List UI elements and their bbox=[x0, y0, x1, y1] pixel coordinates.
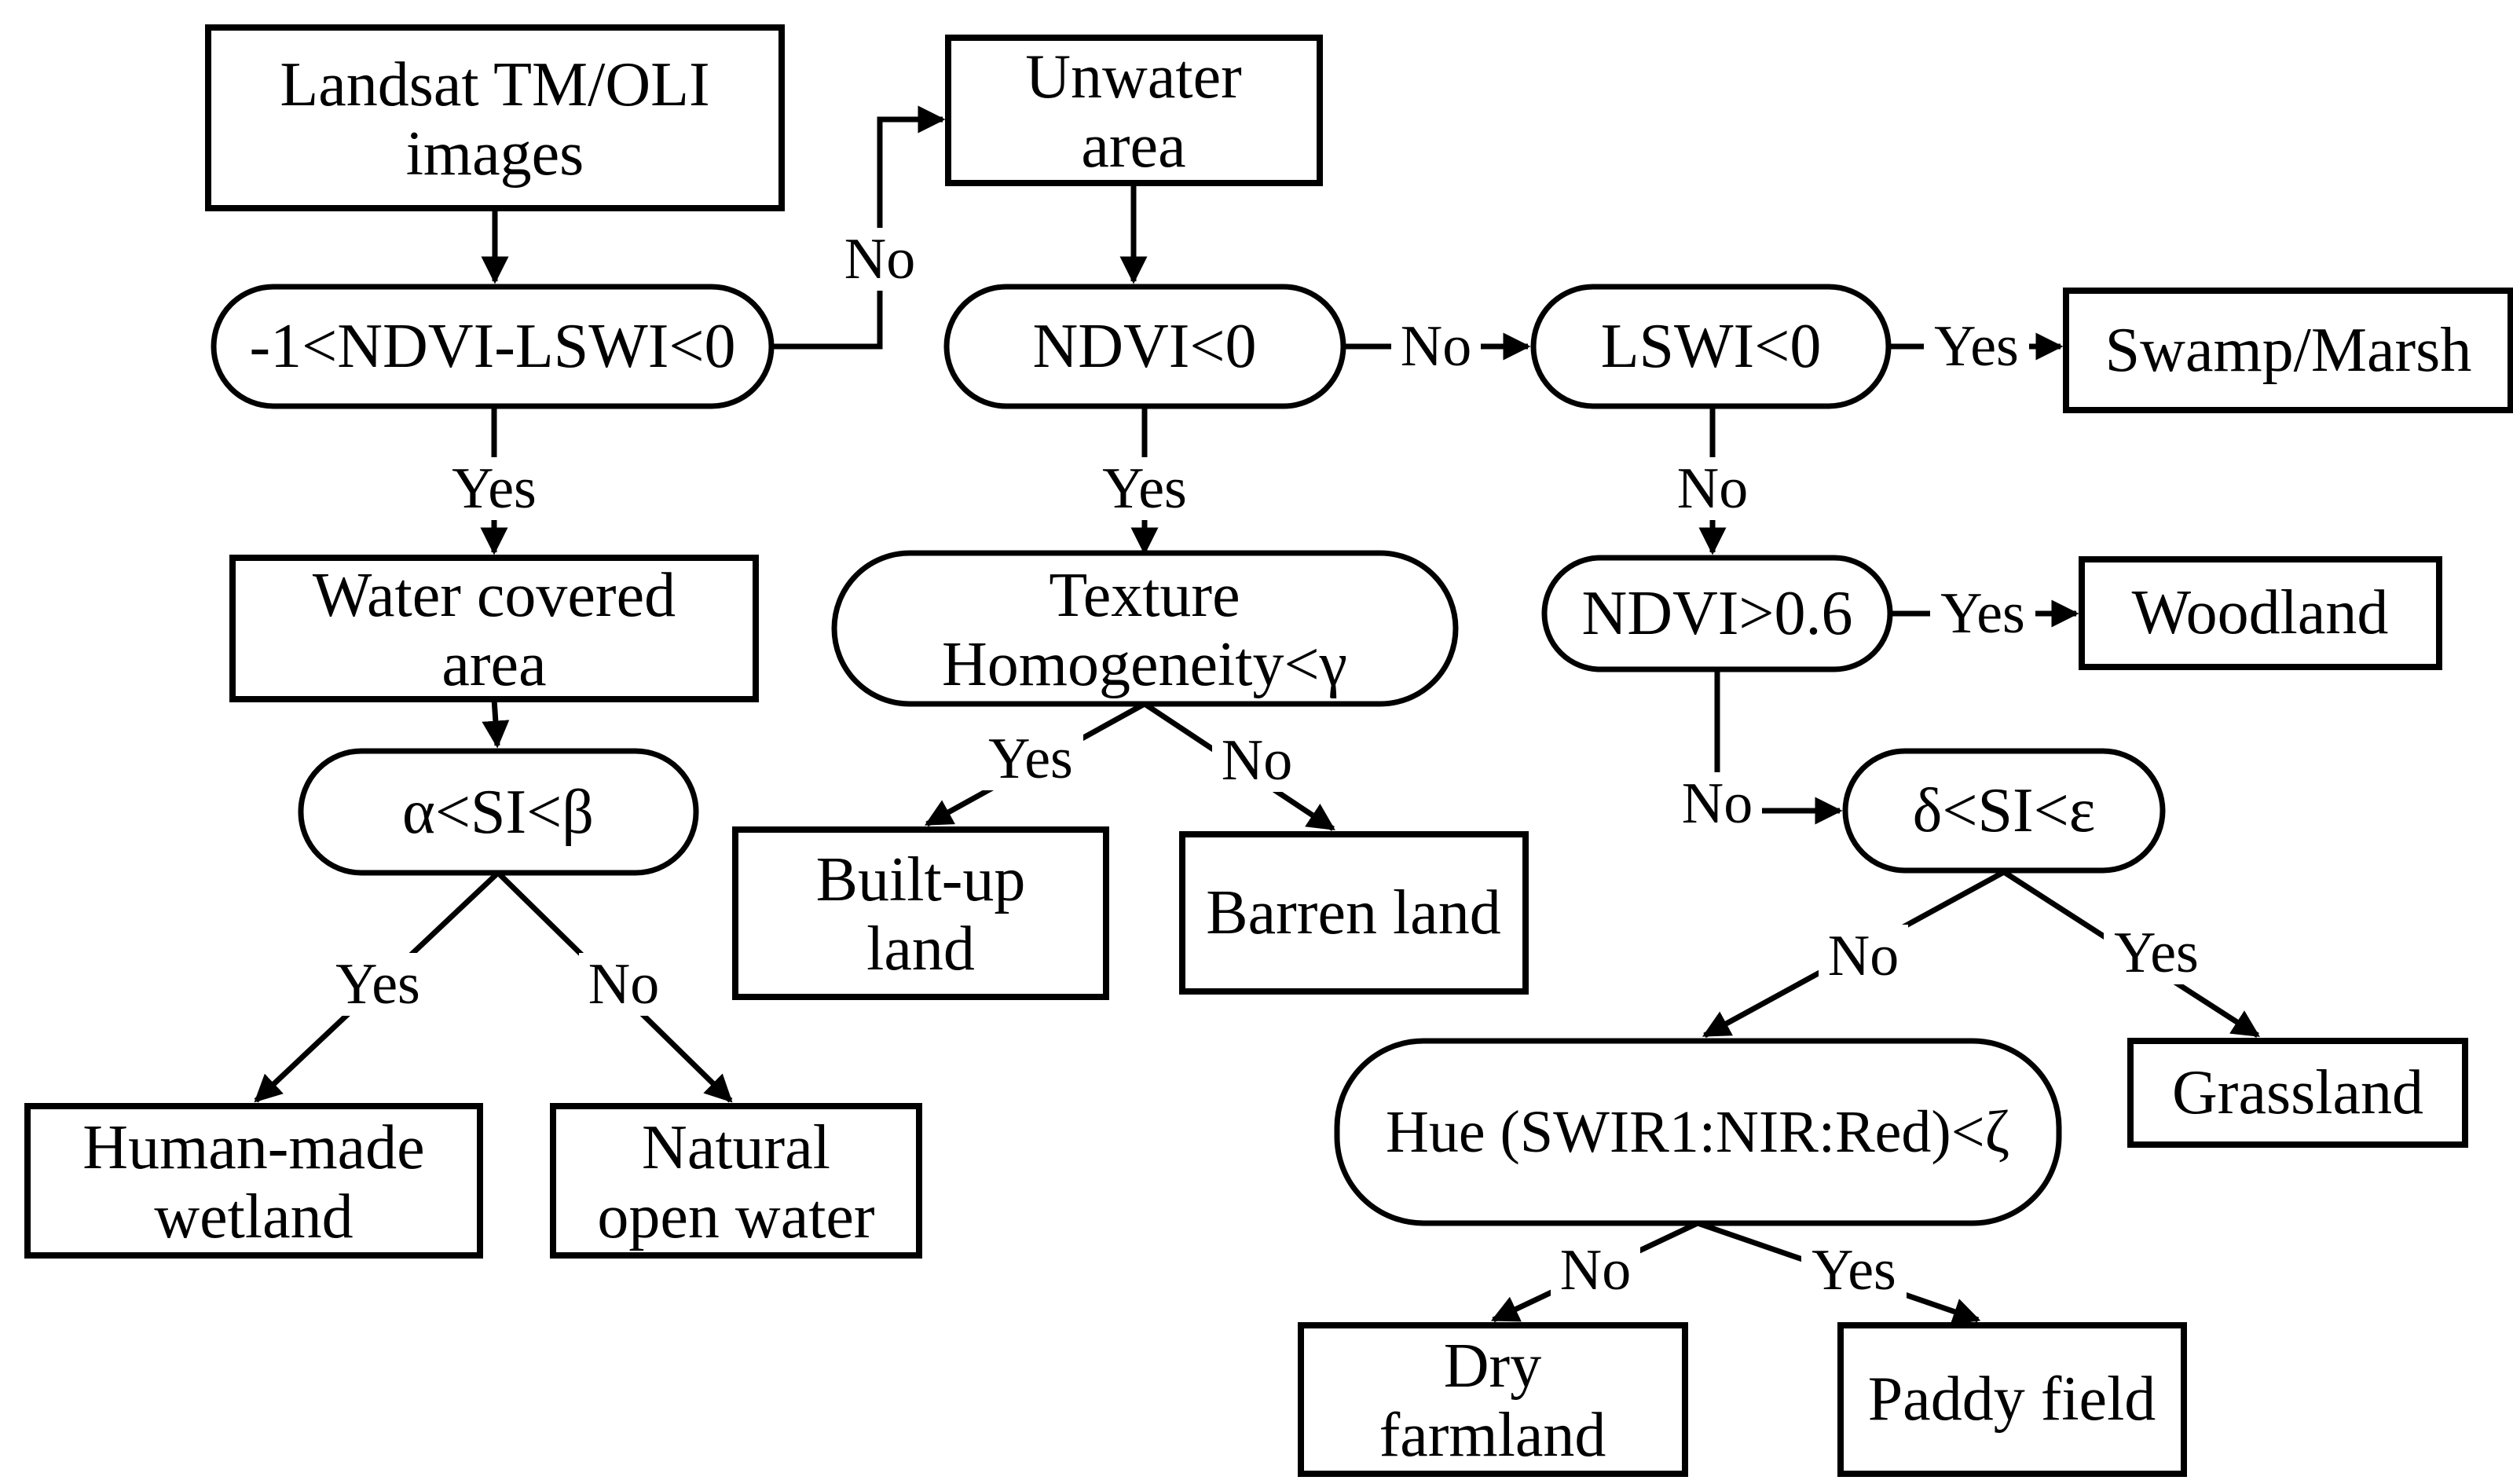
node-barren-land: Barren land bbox=[1179, 831, 1529, 995]
svg-text:Yes: Yes bbox=[335, 952, 420, 1017]
edge-label-delta-yes: Yes bbox=[2104, 921, 2209, 985]
svg-text:land: land bbox=[866, 914, 975, 984]
node-swamp-marsh: Swamp/Marsh bbox=[2063, 288, 2513, 413]
svg-text:δ<SI<ε: δ<SI<ε bbox=[1913, 776, 2096, 845]
edge-label-delta-no: No bbox=[1819, 924, 1908, 988]
edge-label-hue-yes: Yes bbox=[1801, 1238, 1907, 1303]
svg-text:Landsat TM/OLI: Landsat TM/OLI bbox=[280, 50, 709, 119]
svg-text:No: No bbox=[1560, 1238, 1631, 1303]
node-dry-farmland: Dry farmland bbox=[1298, 1322, 1688, 1477]
svg-text:Yes: Yes bbox=[1102, 456, 1187, 521]
svg-text:No: No bbox=[1401, 314, 1471, 379]
svg-text:No: No bbox=[844, 227, 915, 291]
svg-text:Water covered: Water covered bbox=[313, 561, 676, 630]
svg-text:NDVI>0.6: NDVI>0.6 bbox=[1581, 579, 1852, 648]
node-hue-condition: Hue (SWIR1:NIR:Red)<ζ bbox=[1334, 1038, 2062, 1226]
node-paddy-field: Paddy field bbox=[1837, 1322, 2187, 1477]
node-texture-homogeneity-condition: Texture Homogeneity<γ bbox=[831, 550, 1459, 707]
node-delta-si-condition: δ<SI<ε bbox=[1842, 748, 2166, 874]
edge-label-ndvilswi-yes: Yes bbox=[441, 456, 547, 521]
svg-text:Natural: Natural bbox=[642, 1113, 830, 1182]
svg-text:area: area bbox=[1081, 112, 1185, 181]
svg-text:wetland: wetland bbox=[154, 1182, 353, 1251]
svg-text:LSWI<0: LSWI<0 bbox=[1601, 312, 1822, 381]
svg-text:images: images bbox=[406, 119, 584, 189]
svg-text:Barren land: Barren land bbox=[1206, 878, 1500, 947]
svg-text:Yes: Yes bbox=[1940, 581, 2025, 646]
nodes: Landsat TM/OLI images -1<NDVI-LSWI<0 Unw… bbox=[24, 24, 2513, 1477]
node-ndvi-gt-06-condition: NDVI>0.6 bbox=[1541, 555, 1893, 672]
edge-label-alpha-yes: Yes bbox=[325, 952, 430, 1017]
svg-text:farmland: farmland bbox=[1379, 1401, 1606, 1470]
edge-label-texture-yes: Yes bbox=[978, 727, 1083, 791]
svg-text:Human-made: Human-made bbox=[82, 1113, 424, 1182]
node-woodland: Woodland bbox=[2079, 556, 2442, 670]
node-unwater-area: Unwater area bbox=[945, 35, 1323, 186]
svg-text:No: No bbox=[1682, 771, 1753, 836]
svg-text:Hue (SWIR1:NIR:Red)<ζ: Hue (SWIR1:NIR:Red)<ζ bbox=[1386, 1099, 2009, 1165]
node-built-up-land: Built-up land bbox=[732, 826, 1109, 1000]
edge-label-lswi0-no: No bbox=[1668, 456, 1757, 521]
svg-text:No: No bbox=[1828, 924, 1899, 988]
svg-text:Built-up: Built-up bbox=[816, 845, 1026, 914]
node-human-made-wetland: Human-made wetland bbox=[24, 1103, 483, 1259]
edge-label-hue-no: No bbox=[1551, 1238, 1640, 1303]
edge-water-to-alphasi bbox=[482, 698, 510, 749]
svg-text:open water: open water bbox=[597, 1182, 874, 1251]
node-ndvi-lswi-condition: -1<NDVI-LSWI<0 bbox=[211, 284, 775, 409]
edge-label-ndvi06-yes: Yes bbox=[1930, 581, 2035, 646]
svg-text:Grassland: Grassland bbox=[2172, 1058, 2423, 1127]
svg-text:Paddy field: Paddy field bbox=[1868, 1365, 2156, 1434]
edge-label-texture-no: No bbox=[1212, 728, 1302, 793]
svg-text:Yes: Yes bbox=[1811, 1238, 1896, 1303]
edge-label-ndvilswi-no: No bbox=[835, 227, 925, 291]
node-landsat-images: Landsat TM/OLI images bbox=[205, 24, 785, 211]
edge-label-ndvi0-yes: Yes bbox=[1092, 456, 1197, 521]
svg-text:Dry: Dry bbox=[1444, 1332, 1541, 1401]
svg-text:Homogeneity<γ: Homogeneity<γ bbox=[942, 630, 1347, 699]
edge-label-ndvi0-no: No bbox=[1391, 314, 1481, 379]
svg-text:No: No bbox=[1222, 728, 1292, 793]
edge-label-lswi0-yes: Yes bbox=[1924, 314, 2029, 379]
svg-text:NDVI<0: NDVI<0 bbox=[1032, 312, 1256, 381]
svg-text:Yes: Yes bbox=[988, 727, 1073, 791]
node-ndvi-lt-0-condition: NDVI<0 bbox=[943, 284, 1346, 409]
svg-text:Yes: Yes bbox=[452, 456, 537, 521]
svg-text:Yes: Yes bbox=[2114, 921, 2199, 985]
node-natural-open-water: Natural open water bbox=[550, 1103, 922, 1259]
svg-text:area: area bbox=[441, 630, 546, 699]
svg-text:Swamp/Marsh: Swamp/Marsh bbox=[2105, 316, 2472, 385]
svg-text:-1<NDVI-LSWI<0: -1<NDVI-LSWI<0 bbox=[250, 312, 736, 381]
edge-label-alpha-no: No bbox=[579, 952, 669, 1017]
svg-text:α<SI<β: α<SI<β bbox=[402, 778, 594, 847]
svg-text:Texture: Texture bbox=[1049, 561, 1240, 630]
svg-text:Woodland: Woodland bbox=[2132, 578, 2389, 647]
svg-text:No: No bbox=[588, 952, 659, 1017]
svg-text:Yes: Yes bbox=[1934, 314, 2019, 379]
edge-labels: No Yes No Yes Yes No Yes No bbox=[325, 227, 2209, 1303]
svg-text:Unwater: Unwater bbox=[1025, 42, 1241, 112]
svg-text:No: No bbox=[1677, 456, 1748, 521]
node-water-covered-area: Water covered area bbox=[229, 555, 759, 702]
node-grassland: Grassland bbox=[2127, 1038, 2468, 1148]
node-lswi-lt-0-condition: LSWI<0 bbox=[1530, 284, 1892, 409]
edge-label-ndvi06-no: No bbox=[1672, 771, 1762, 836]
node-alpha-si-condition: α<SI<β bbox=[298, 748, 699, 876]
